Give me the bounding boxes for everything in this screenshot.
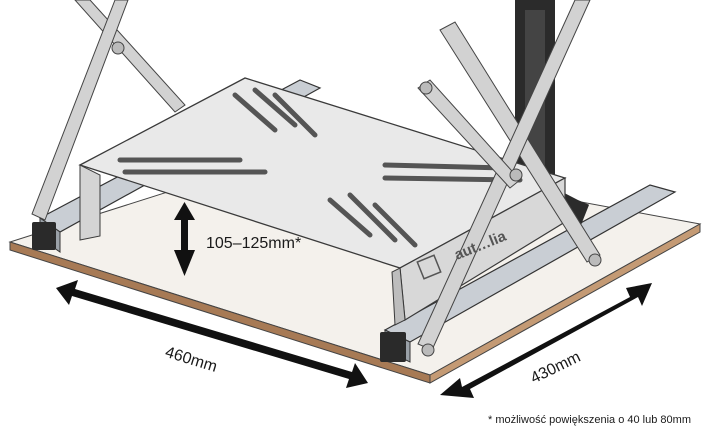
pivot-joint [588,253,602,267]
pivot-joint [421,343,435,357]
height-dimension-label: 105–125mm* [206,235,302,252]
pivot-joint [111,41,125,55]
height-dimension-arrow [174,202,195,276]
scissor-struts [31,0,602,357]
width-dimension-arrow [56,280,368,388]
platform [78,77,567,326]
right-rail-end-cap [380,332,406,362]
logo-box [416,254,442,280]
footnote: * możliwość powiększenia o 40 lub 80mm [488,414,691,426]
depth-dimension-arrow [440,283,652,398]
right-rail [380,184,677,363]
pivot-joint [509,168,523,182]
left-rail-end-cap [32,222,56,250]
pivot-joint [419,81,433,95]
